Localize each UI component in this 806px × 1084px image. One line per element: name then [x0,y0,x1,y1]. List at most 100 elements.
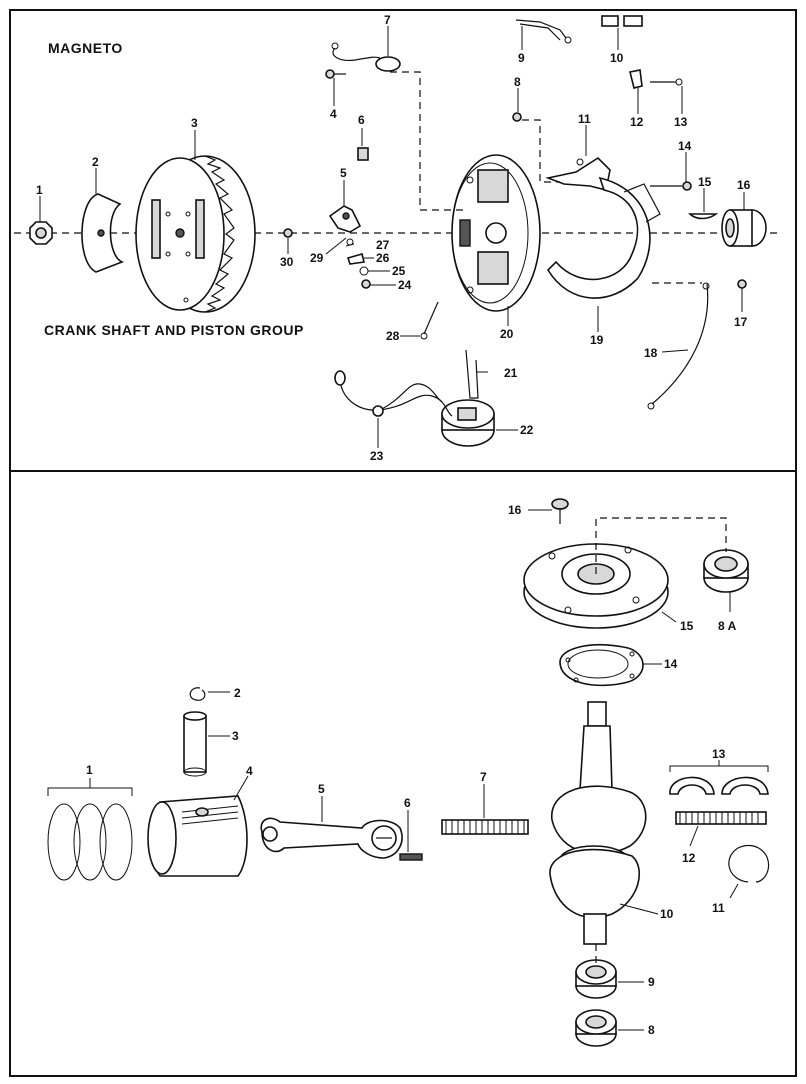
crank-label-8a: 8 A [718,619,737,633]
magneto-label-12: 12 [630,115,644,129]
magneto-part-3-flywheel [135,155,256,313]
crank-part-5-conrod [260,817,403,859]
magneto-part-17-screw [737,279,747,289]
magneto-part-7-condenser [331,42,401,72]
magneto-leaders [39,26,745,448]
magneto-labels: 1 2 3 4 5 6 7 8 9 10 11 12 13 14 15 16 1… [36,13,751,463]
magneto-part-28-screw [420,301,439,340]
crank-label-15: 15 [680,619,694,633]
magneto-part-25-washer [359,266,369,276]
crank-part-2-circlip [189,687,206,701]
magneto-label-21: 21 [504,366,518,380]
magneto-label-17: 17 [734,315,748,329]
magneto-label-3: 3 [191,116,198,130]
crank-label-14: 14 [664,657,678,671]
magneto-part-15-key [688,213,719,220]
magneto-label-8: 8 [514,75,521,89]
crank-part-6-bolt [399,853,423,861]
magneto-part-20-stator-plate [451,154,541,312]
magneto-part-16-bushing [721,209,767,247]
crank-part-13-cages [669,760,769,795]
magneto-part-21-clip [465,349,479,399]
magneto-label-25: 25 [392,264,406,278]
crank-part-10-crankshaft [549,701,647,966]
crank-label-10: 10 [660,907,674,921]
magneto-part-2-plate [81,193,125,273]
crank-part-7-needles [441,819,529,835]
magneto-part-4-screw [325,69,346,79]
crank-part-11-circlip [728,844,770,883]
magneto-part-14-screw [650,181,692,191]
outer-frame [9,9,797,1077]
magneto-section: MAGNETO [14,13,780,463]
magneto-label-6: 6 [358,113,365,127]
magneto-title: MAGNETO [48,40,123,56]
crank-part-1-rings [47,778,133,881]
crankshaft-title: CRANK SHAFT AND PISTON GROUP [44,322,304,338]
magneto-label-9: 9 [518,51,525,65]
magneto-label-28: 28 [386,329,400,343]
crank-label-9: 9 [648,975,655,989]
crank-label-11: 11 [712,901,725,915]
magneto-part-8-screw [512,112,522,122]
crank-label-1: 1 [86,763,93,777]
magneto-label-18: 18 [644,346,658,360]
magneto-part-30-screw [283,228,293,238]
crank-leaders [208,509,739,1031]
magneto-label-7: 7 [384,13,391,27]
magneto-label-11: 11 [578,112,591,126]
magneto-part-18-ground-wire [647,282,710,410]
crank-labels: 1 2 3 4 5 6 7 8 8 A 9 10 11 12 13 14 15 … [86,503,737,1037]
crank-label-13: 13 [712,747,726,761]
magneto-label-15: 15 [698,175,712,189]
crank-label-4: 4 [246,764,253,778]
magneto-part-11-bracket [545,156,611,191]
magneto-label-30: 30 [280,255,294,269]
crank-label-3: 3 [232,729,239,743]
magneto-part-9-lead [515,19,572,44]
crank-part-14-gasket [559,644,644,687]
crank-part-16-screw [551,498,569,524]
magneto-part-5-breaker [328,205,362,233]
magneto-part-10-sleeves [601,15,643,27]
magneto-label-22: 22 [520,423,534,437]
magneto-label-20: 20 [500,327,514,341]
magneto-part-22-coil [441,399,495,447]
magneto-label-10: 10 [610,51,624,65]
magneto-label-19: 19 [590,333,604,347]
magneto-label-24: 24 [398,278,412,292]
magneto-label-13: 13 [674,115,688,129]
magneto-label-1: 1 [36,183,43,197]
magneto-label-29: 29 [310,251,324,265]
magneto-label-14: 14 [678,139,692,153]
magneto-part-26-spring [346,253,365,265]
crank-label-2: 2 [234,686,241,700]
crank-label-16: 16 [508,503,522,517]
magneto-part-12-clip [629,69,643,89]
crank-label-6: 6 [404,796,411,810]
crank-part-15-housing [523,543,669,629]
magneto-part-24-nut [361,279,371,289]
magneto-part-19-cover [546,176,661,299]
magneto-label-23: 23 [370,449,384,463]
magneto-label-2: 2 [92,155,99,169]
magneto-part-6-wick [357,147,369,161]
magneto-part-13-screw [650,78,683,86]
crank-label-8: 8 [648,1023,655,1037]
magneto-label-5: 5 [340,166,347,180]
crank-part-3-pin [183,711,207,777]
crank-part-12-needles [675,811,767,825]
magneto-part-1-nut [29,221,53,245]
magneto-label-16: 16 [737,178,751,192]
crank-part-4-piston [147,795,248,877]
crank-part-9-roller [575,959,617,999]
crankshaft-section: CRANK SHAFT AND PISTON GROUP [44,322,770,1047]
magneto-label-27: 27 [376,238,390,252]
crank-label-12: 12 [682,851,696,865]
magneto-part-23-lead [334,370,453,417]
crank-part-8a-seal [703,549,749,593]
crank-part-8-bearing [575,1009,617,1047]
magneto-label-26: 26 [376,251,390,265]
crank-label-7: 7 [480,770,487,784]
